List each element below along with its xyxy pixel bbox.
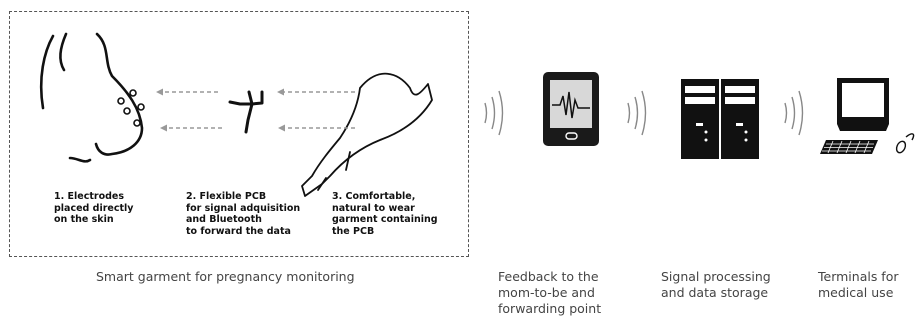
terminals-caption: Terminals for medical use xyxy=(818,269,899,300)
server-icon xyxy=(721,79,759,159)
wireless-signal-icon xyxy=(784,90,804,136)
feedback-caption: Feedback to the mom-to-be and forwarding… xyxy=(498,269,602,316)
tablet-icon xyxy=(543,72,599,146)
wireless-signal-icon xyxy=(484,90,504,136)
keyboard-icon xyxy=(820,140,878,154)
processing-caption: Signal processing and data storage xyxy=(661,269,771,300)
mouse-icon xyxy=(895,133,915,154)
server-icon xyxy=(681,79,719,159)
computer-terminal-icon xyxy=(837,78,889,131)
garment-sleeve-icon xyxy=(301,72,433,197)
data-flow-arrows xyxy=(156,88,355,132)
pregnant-torso-icon xyxy=(39,32,144,163)
step-flexible-pcb-label: 2. Flexible PCB for signal adquisition a… xyxy=(186,191,301,237)
smart-garment-frame xyxy=(9,11,469,257)
step-electrodes-label: 1. Electrodes placed directly on the ski… xyxy=(54,191,134,225)
electrodes-icon xyxy=(117,89,145,127)
wireless-signal-icon xyxy=(627,90,647,136)
flexible-pcb-icon xyxy=(228,90,264,134)
garment-caption: Smart garment for pregnancy monitoring xyxy=(96,269,355,284)
step-garment-label: 3. Comfortable, natural to wear garment … xyxy=(332,191,438,237)
